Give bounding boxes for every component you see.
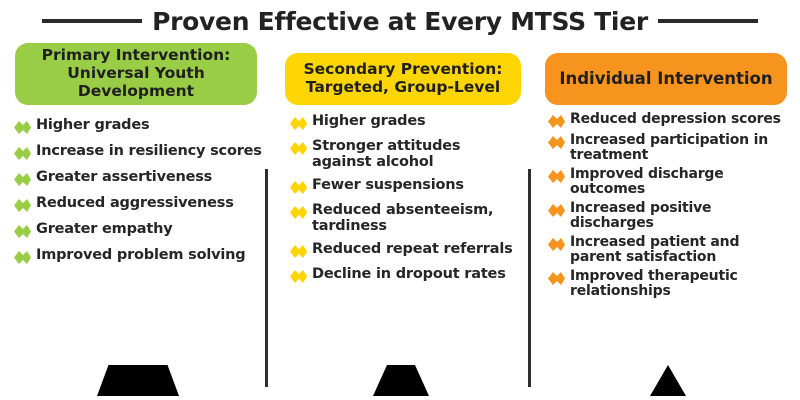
arrow-right-icon <box>548 237 565 252</box>
list-item: Improved problem solving <box>14 247 262 265</box>
list-item-label: Higher grades <box>36 117 150 133</box>
arrow-right-icon <box>14 250 31 265</box>
list-item-label: Greater empathy <box>36 221 173 237</box>
tier-header-2: Secondary Prevention: Targeted, Group-Le… <box>285 53 521 105</box>
list-item-label: Decline in dropout rates <box>312 266 506 282</box>
list-item: Improved discharge outcomes <box>548 165 792 197</box>
list-item: Fewer suspensions <box>290 177 524 195</box>
list-item: Reduced aggressiveness <box>14 195 262 213</box>
arrow-right-icon <box>548 271 565 286</box>
arrow-right-icon <box>14 172 31 187</box>
arrow-right-icon <box>548 135 565 150</box>
list-item-label: Reduced depression scores <box>570 111 781 127</box>
arrow-right-icon <box>14 224 31 239</box>
list-item-label: Reduced absenteeism, tardiness <box>312 202 494 234</box>
list-item-label: Increased patient and parent satisfactio… <box>570 233 740 265</box>
list-item: Increased patient and parent satisfactio… <box>548 233 792 265</box>
arrow-right-icon <box>548 114 565 129</box>
tier-column-1: Primary Intervention: Universal Youth De… <box>8 42 264 357</box>
arrow-right-icon <box>548 169 565 184</box>
title-bar: Proven Effective at Every MTSS Tier <box>0 0 800 42</box>
pyramid-apex-segment <box>650 365 686 396</box>
list-item-label: Increase in resiliency scores <box>36 143 262 159</box>
list-item: Reduced absenteeism, tardiness <box>290 202 524 234</box>
arrow-right-icon <box>290 205 307 220</box>
tier-header-1-line-3: Development <box>77 81 195 100</box>
list-item: Greater assertiveness <box>14 169 262 187</box>
tier-header-1-text: Primary Intervention: Universal Youth De… <box>41 46 231 101</box>
list-item: Higher grades <box>14 117 262 135</box>
list-item-label: Increased participation in treatment <box>570 132 768 163</box>
tier-header-1: Primary Intervention: Universal Youth De… <box>15 43 257 105</box>
tier-header-3: Individual Intervention <box>545 53 787 105</box>
tier-header-2-line-2: Targeted, Group-Level <box>305 78 501 96</box>
title-rule-left <box>42 19 143 23</box>
list-item: Higher grades <box>290 113 524 131</box>
tier-header-1-line-1: Primary Intervention: <box>41 46 231 65</box>
pyramid-base-segment <box>97 365 179 396</box>
pyramid-middle-segment <box>373 365 429 396</box>
list-item-label: Reduced aggressiveness <box>36 195 234 211</box>
list-item-label: Reduced repeat referrals <box>312 241 513 257</box>
arrow-right-icon <box>290 180 307 195</box>
tier-column-2: Secondary Prevention: Targeted, Group-Le… <box>276 42 526 357</box>
tier-columns: Primary Intervention: Universal Youth De… <box>0 42 800 387</box>
title-rule-right <box>657 19 758 23</box>
list-item-label: Higher grades <box>312 113 426 129</box>
list-item-label: Fewer suspensions <box>312 177 464 193</box>
arrow-right-icon <box>290 141 307 156</box>
tier-header-2-line-1: Secondary Prevention: <box>303 60 503 79</box>
arrow-right-icon <box>14 198 31 213</box>
arrow-right-icon <box>548 203 565 218</box>
arrow-right-icon <box>290 244 307 259</box>
arrow-right-icon <box>14 146 31 161</box>
page-title: Proven Effective at Every MTSS Tier <box>152 6 648 36</box>
list-item: Reduced repeat referrals <box>290 241 524 259</box>
tier-header-3-line-1: Individual Intervention <box>559 69 773 89</box>
list-item: Increased participation in treatment <box>548 133 792 163</box>
list-item: Increased positive discharges <box>548 199 792 231</box>
column-divider-1 <box>265 169 268 387</box>
list-item-label: Stronger attitudes against alcohol <box>312 138 461 170</box>
list-item: Stronger attitudes against alcohol <box>290 138 524 170</box>
list-item: Increase in resiliency scores <box>14 143 262 161</box>
list-item: Greater empathy <box>14 221 262 239</box>
tier-header-2-text: Secondary Prevention: Targeted, Group-Le… <box>303 60 503 97</box>
arrow-right-icon <box>290 116 307 131</box>
list-item-label: Improved therapeutic relationships <box>570 267 738 299</box>
list-item-label: Increased positive discharges <box>570 199 712 231</box>
tier-column-3: Individual Intervention Reduced depressi… <box>538 42 794 357</box>
list-item: Reduced depression scores <box>548 112 792 129</box>
list-item-label: Improved problem solving <box>36 247 246 263</box>
list-item: Improved therapeutic relationships <box>548 267 792 299</box>
list-item-label: Improved discharge outcomes <box>570 165 724 197</box>
column-divider-2 <box>528 169 531 387</box>
tier-header-1-line-2: Universal Youth <box>67 64 205 83</box>
tier-1-outcome-list: Higher grades Increase in resiliency sco… <box>14 117 262 274</box>
list-item: Decline in dropout rates <box>290 266 524 284</box>
arrow-right-icon <box>290 269 307 284</box>
tier-3-outcome-list: Reduced depression scores Increased part… <box>548 112 792 303</box>
arrow-right-icon <box>14 120 31 135</box>
pyramid-diagram <box>0 357 800 400</box>
list-item-label: Greater assertiveness <box>36 169 213 185</box>
tier-2-outcome-list: Higher grades Stronger attitudes against… <box>290 113 524 292</box>
